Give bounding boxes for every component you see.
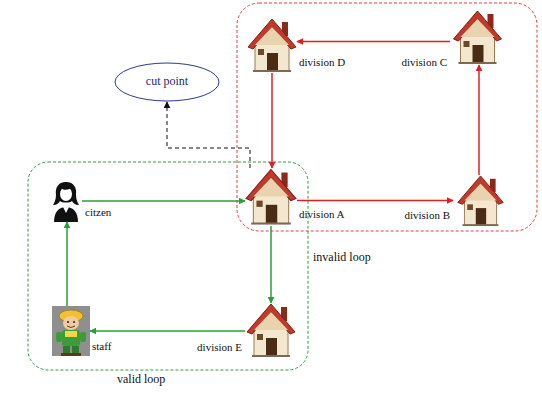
flow-arrow bbox=[297, 41, 450, 43]
node-label: division C bbox=[401, 56, 447, 69]
staff-figure: staff bbox=[52, 306, 90, 356]
node-label: citzen bbox=[85, 206, 111, 219]
loop-label: invalid loop bbox=[313, 250, 371, 265]
house-icon bbox=[450, 10, 505, 65]
house-icon bbox=[245, 168, 297, 226]
valid-loop-region bbox=[28, 162, 308, 370]
woman-icon bbox=[50, 180, 82, 222]
flow-arrow bbox=[297, 200, 453, 202]
flow-arrow bbox=[271, 73, 273, 168]
ellipse-text: cut point bbox=[114, 75, 220, 88]
house-icon bbox=[245, 303, 297, 358]
node-label: division E bbox=[197, 341, 242, 354]
house-icon bbox=[247, 18, 297, 73]
flow-arrow bbox=[478, 65, 480, 175]
flow-arrow bbox=[66, 222, 68, 306]
division-house: division D bbox=[247, 18, 297, 73]
division-house: division B bbox=[453, 175, 508, 227]
flow-arrow bbox=[270, 226, 272, 303]
worker-icon bbox=[52, 306, 90, 356]
house-icon bbox=[453, 175, 508, 227]
flow-arrow bbox=[82, 200, 245, 202]
node-label: division B bbox=[404, 209, 450, 222]
cut-point-ellipse: cut point bbox=[114, 62, 220, 102]
citizen-figure: citzen bbox=[50, 180, 82, 222]
division-house: division C bbox=[450, 10, 505, 65]
dashed-arrow bbox=[167, 102, 250, 168]
loop-label: valid loop bbox=[117, 372, 165, 387]
flow-arrow bbox=[90, 330, 245, 332]
division-house: division E bbox=[245, 303, 297, 358]
node-label: division D bbox=[299, 56, 345, 69]
node-label: staff bbox=[92, 340, 111, 353]
node-label: division A bbox=[299, 208, 345, 221]
division-house: division A bbox=[245, 168, 297, 226]
invalid-loop-region bbox=[237, 3, 537, 231]
